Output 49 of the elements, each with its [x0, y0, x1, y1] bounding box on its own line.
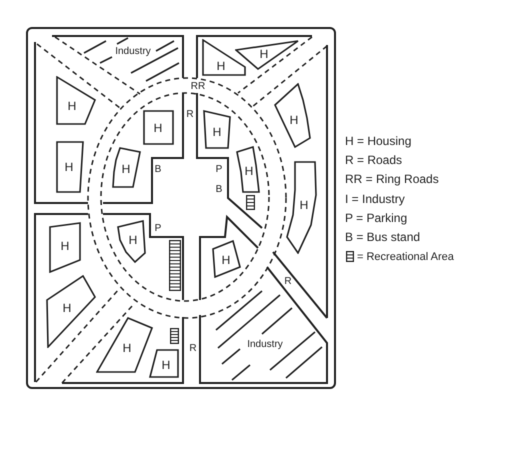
- plot-label: H: [68, 100, 76, 112]
- plot-outline: [203, 110, 231, 149]
- plot-outline: [112, 147, 141, 188]
- legend-entry: R = Roads: [345, 153, 402, 167]
- map-label: Industry: [115, 47, 151, 57]
- legend-entry: I = Industry: [345, 192, 405, 206]
- plot-outline: [49, 222, 81, 273]
- plot-label: H: [300, 199, 308, 211]
- plot-label: H: [128, 234, 138, 246]
- plot-label: H: [244, 165, 254, 177]
- map-label: B: [216, 185, 222, 195]
- plot-label: H: [260, 48, 268, 60]
- plot-outline: [96, 317, 153, 373]
- plot-outline: [117, 220, 146, 263]
- plot-outline: [56, 76, 96, 125]
- map-label: R: [189, 344, 197, 354]
- plot-label: H: [154, 122, 162, 134]
- map-label: P: [216, 165, 222, 175]
- plot-outline: [149, 349, 179, 378]
- legend-entry: = Recreational Area: [357, 250, 454, 264]
- plot-label: H: [216, 60, 226, 72]
- plot-label: H: [162, 359, 170, 371]
- plot-label: H: [60, 240, 70, 252]
- map-label: R: [186, 110, 194, 120]
- legend-entry: RR = Ring Roads: [345, 172, 439, 186]
- map-label: Industry: [247, 340, 283, 350]
- plot-outline: [46, 275, 96, 348]
- plot-outline: [212, 240, 241, 278]
- map-label: R: [284, 277, 292, 287]
- plot-outline: [56, 141, 84, 193]
- plot-outline: [143, 110, 174, 145]
- plot-outline: [274, 83, 311, 148]
- plot-outline: [286, 161, 317, 254]
- plot-outline: [202, 39, 246, 76]
- plot-label: H: [62, 302, 72, 314]
- legend-entry: B = Bus stand: [345, 230, 420, 244]
- plot-label: H: [122, 342, 132, 354]
- legend-entry: H = Housing: [345, 134, 412, 148]
- plot-label: H: [290, 114, 298, 126]
- plot-outline: [235, 40, 299, 70]
- plot-label: H: [64, 161, 74, 173]
- plot-label: H: [212, 126, 222, 138]
- map-label: B: [154, 165, 162, 175]
- map-label: P: [154, 224, 162, 234]
- plot-outline: [236, 146, 260, 193]
- plot-label: H: [122, 163, 130, 175]
- legend-entry: P = Parking: [345, 211, 408, 225]
- map-label: RR: [190, 82, 206, 92]
- plot-label: H: [222, 254, 230, 266]
